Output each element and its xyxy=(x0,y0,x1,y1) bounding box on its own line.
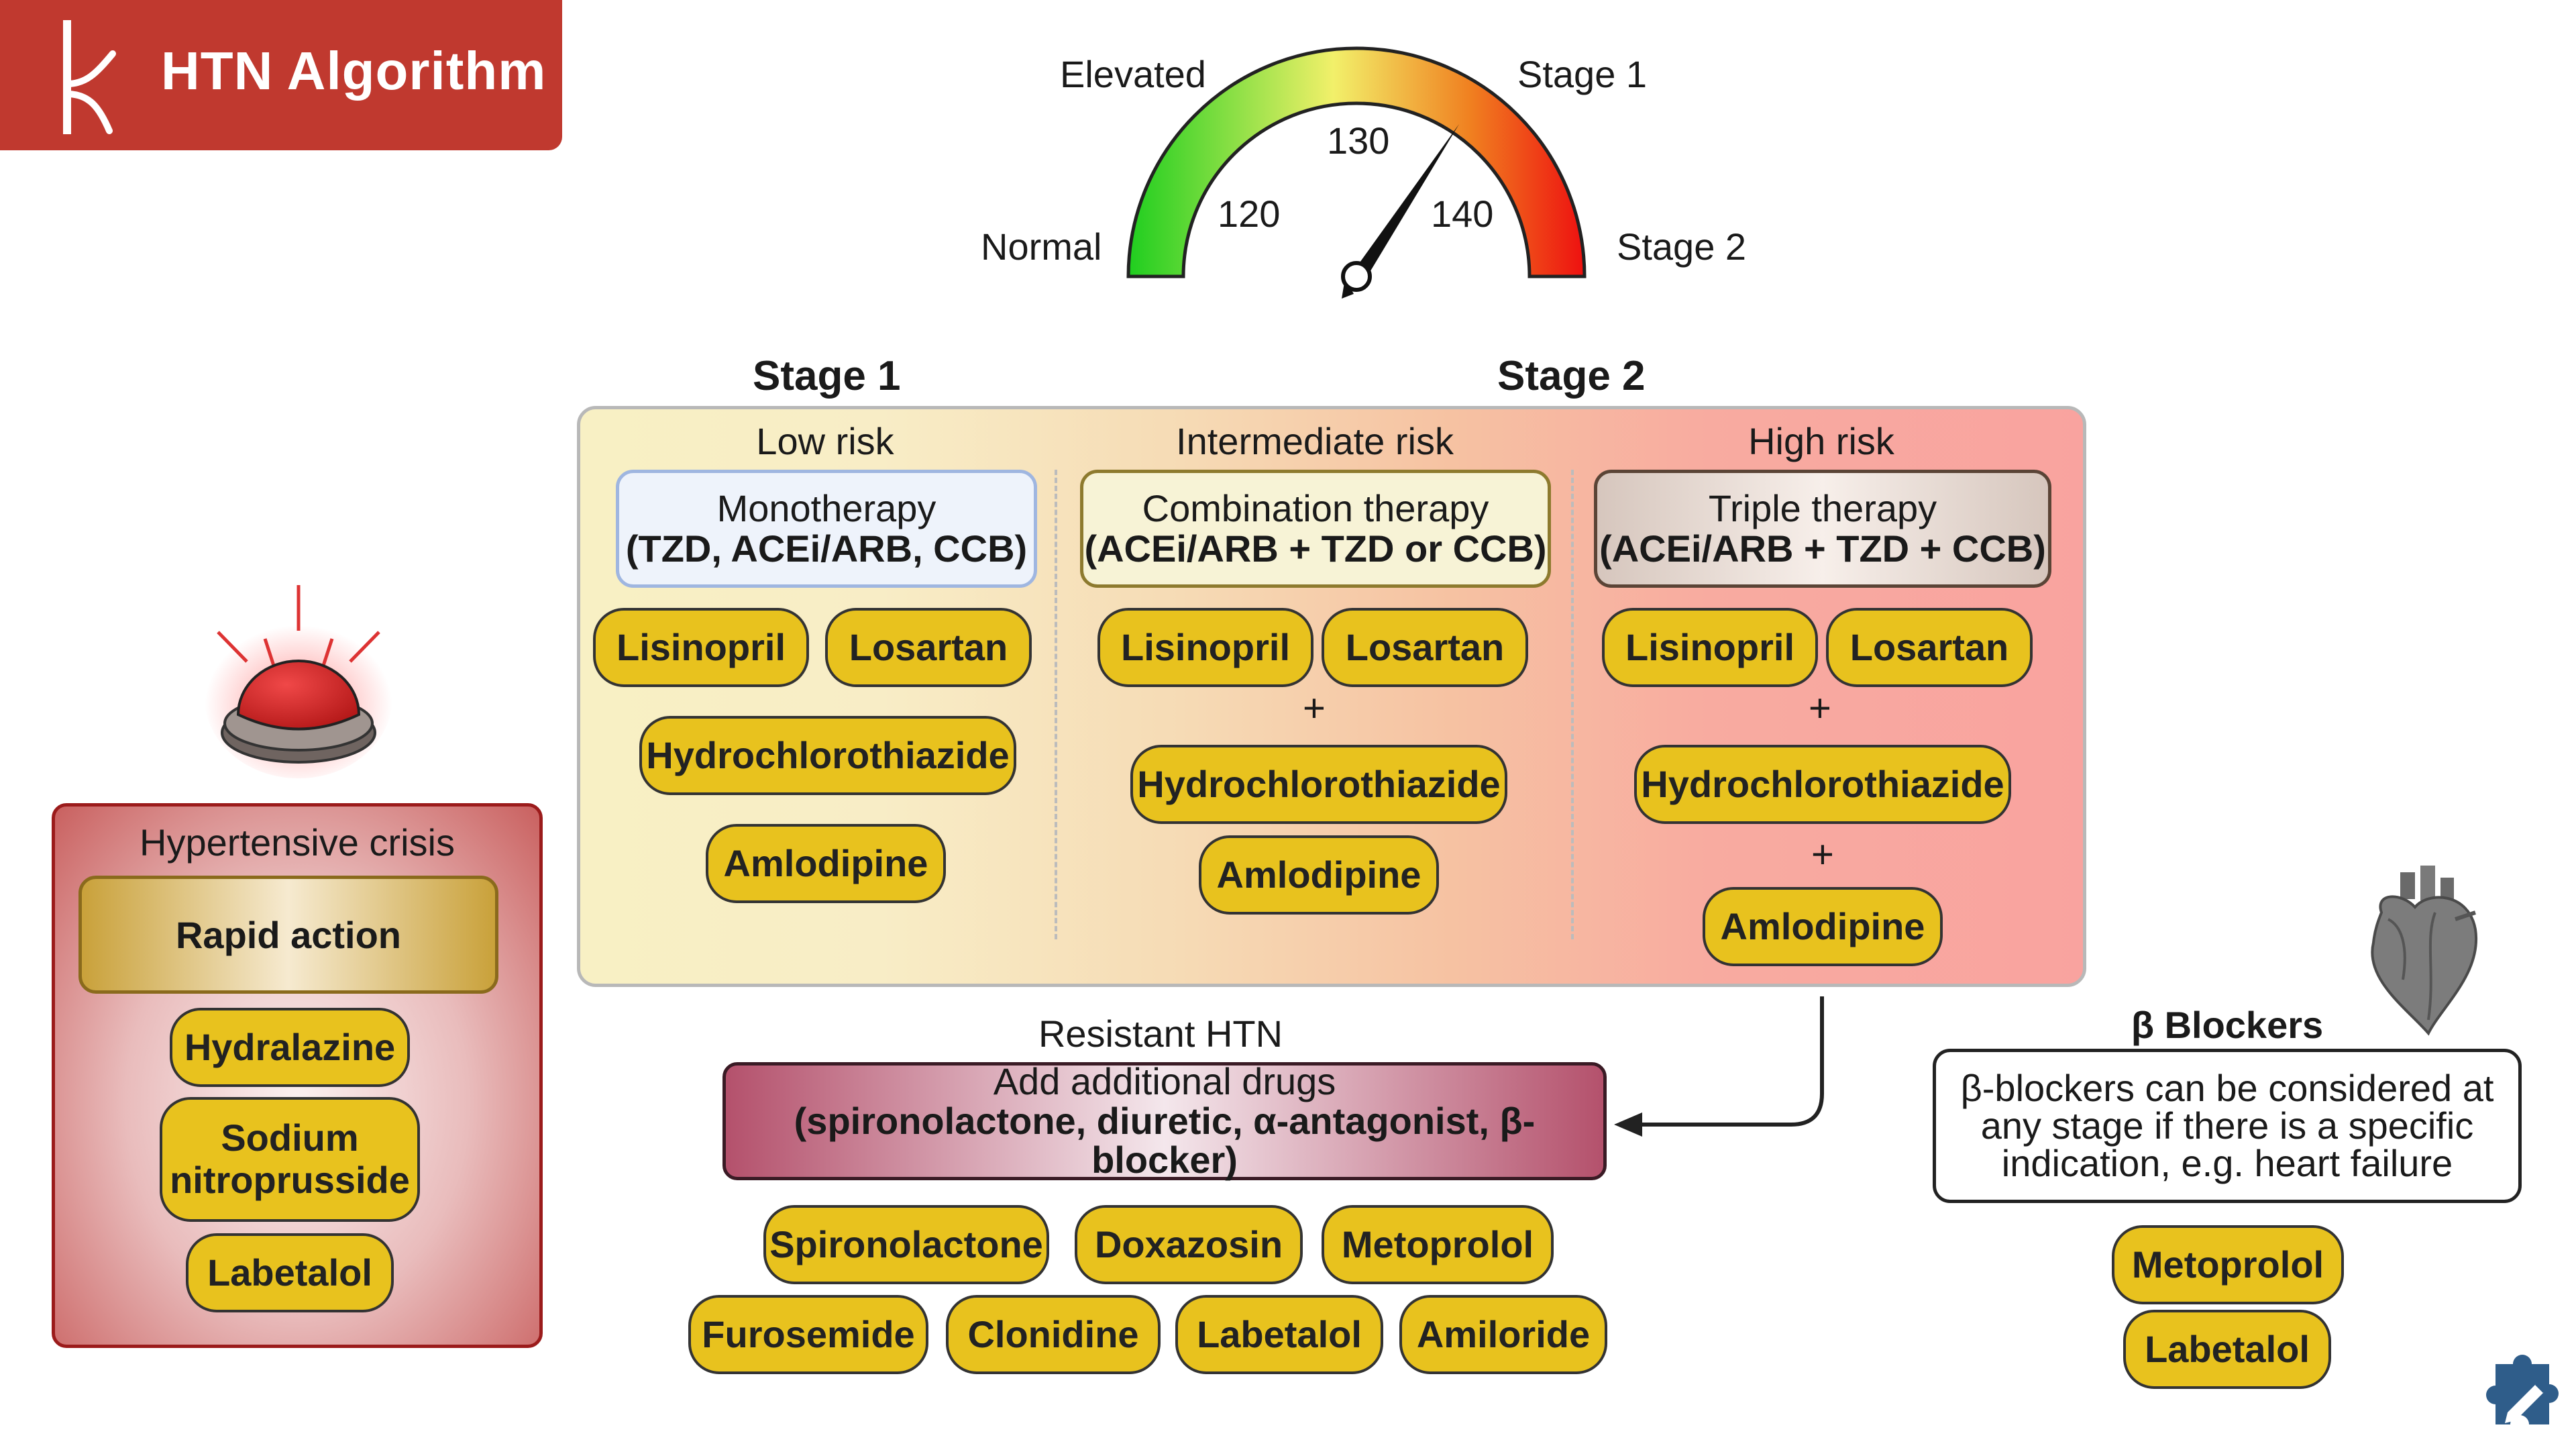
alarm-button-icon xyxy=(205,585,392,778)
blood-pressure-gauge xyxy=(1126,46,1587,299)
drug-pill-labetalol: Labetalol xyxy=(2123,1310,2331,1389)
therapy-title: Monotherapy xyxy=(716,486,936,529)
drug-pill-losartan: Losartan xyxy=(825,608,1032,687)
drug-pill-amlodipine: Amlodipine xyxy=(1703,887,1943,966)
combination-therapy-box: Combination therapy (ACEi/ARB + TZD or C… xyxy=(1080,470,1551,588)
risk-label-intermediate: Intermediate risk xyxy=(1176,420,1454,462)
risk-label-high: High risk xyxy=(1748,420,1894,462)
gauge-label-stage2: Stage 2 xyxy=(1617,225,1747,268)
vessel-branch-icon xyxy=(63,20,116,134)
stage1-heading: Stage 1 xyxy=(753,353,901,399)
drug-pill-hydrochlorothiazide: Hydrochlorothiazide xyxy=(1634,745,2011,824)
drug-pill-hydralazine: Hydralazine xyxy=(170,1008,410,1087)
rapid-action-box: Rapid action xyxy=(78,876,498,994)
drug-pill-amiloride: Amiloride xyxy=(1399,1295,1607,1374)
crisis-title: Hypertensive crisis xyxy=(140,821,455,864)
gauge-label-normal: Normal xyxy=(981,225,1102,268)
gauge-tick-120: 120 xyxy=(1218,193,1281,235)
resistant-line2: (spironolactone, diuretic, α-antagonist,… xyxy=(794,1099,1536,1182)
therapy-title: Combination therapy xyxy=(1142,486,1489,529)
gauge-tick-130: 130 xyxy=(1327,119,1390,162)
beta-blockers-title: β Blockers xyxy=(2131,1004,2324,1046)
drug-pill-metoprolol: Metoprolol xyxy=(2112,1225,2344,1304)
plus-sign: + xyxy=(1811,833,1834,876)
resistant-title: Resistant HTN xyxy=(1038,1012,1283,1055)
drug-pill-metoprolol: Metoprolol xyxy=(1322,1205,1554,1284)
gauge-label-stage1: Stage 1 xyxy=(1517,53,1648,95)
gauge-arc xyxy=(1126,46,1587,278)
drug-pill-hydrochlorothiazide: Hydrochlorothiazide xyxy=(639,716,1016,795)
beta-blockers-note: β-blockers can be considered at any stag… xyxy=(1933,1049,2522,1203)
drug-pill-sodium-nitroprusside: Sodium nitroprusside xyxy=(160,1097,420,1222)
drug-pill-lisinopril: Lisinopril xyxy=(1602,608,1818,687)
header-banner: HTN Algorithm xyxy=(0,0,562,150)
drug-pill-amlodipine: Amlodipine xyxy=(1199,835,1439,915)
puzzle-pencil-icon xyxy=(2486,1355,2559,1424)
column-divider xyxy=(1055,470,1057,939)
drug-pill-lisinopril: Lisinopril xyxy=(593,608,809,687)
therapy-detail: (TZD, ACEi/ARB, CCB) xyxy=(625,527,1028,570)
gauge-tick-140: 140 xyxy=(1431,193,1494,235)
gauge-label-elevated: Elevated xyxy=(1060,53,1206,95)
monotherapy-box: Monotherapy (TZD, ACEi/ARB, CCB) xyxy=(616,470,1037,588)
connector-arrow xyxy=(1614,996,1824,1137)
drug-pill-losartan: Losartan xyxy=(1322,608,1528,687)
drug-pill-hydrochlorothiazide: Hydrochlorothiazide xyxy=(1130,745,1507,824)
gauge-needle xyxy=(1350,124,1459,276)
beta-note-line3: indication, e.g. heart failure xyxy=(2001,1142,2453,1184)
gauge-pivot xyxy=(1341,261,1372,292)
drug-pill-amlodipine: Amlodipine xyxy=(706,824,946,903)
drug-pill-lisinopril: Lisinopril xyxy=(1097,608,1313,687)
therapy-detail: (ACEi/ARB + TZD or CCB) xyxy=(1084,527,1547,570)
therapy-detail: (ACEi/ARB + TZD + CCB) xyxy=(1599,527,2046,570)
drug-pill-doxazosin: Doxazosin xyxy=(1075,1205,1303,1284)
therapy-title: Triple therapy xyxy=(1708,486,1937,529)
beta-note-line1: β-blockers can be considered at xyxy=(1960,1067,2494,1109)
column-divider xyxy=(1571,470,1574,939)
stage2-heading: Stage 2 xyxy=(1497,353,1646,399)
drug-pill-clonidine: Clonidine xyxy=(946,1295,1161,1374)
page-title: HTN Algorithm xyxy=(161,41,547,101)
drug-pill-spironolactone: Spironolactone xyxy=(763,1205,1049,1284)
drug-pill-losartan: Losartan xyxy=(1826,608,2033,687)
plus-sign: + xyxy=(1303,686,1326,730)
plus-sign: + xyxy=(1809,686,1831,730)
drug-pill-labetalol: Labetalol xyxy=(1175,1295,1383,1374)
risk-label-low: Low risk xyxy=(756,420,894,462)
beta-note-line2: any stage if there is a specific xyxy=(1980,1104,2474,1147)
drug-pill-labetalol: Labetalol xyxy=(186,1233,394,1312)
resistant-htn-box: Add additional drugs (spironolactone, di… xyxy=(722,1059,1607,1182)
triple-therapy-box: Triple therapy (ACEi/ARB + TZD + CCB) xyxy=(1594,470,2051,588)
drug-pill-furosemide: Furosemide xyxy=(688,1295,928,1374)
heart-icon xyxy=(2371,866,2478,1036)
resistant-line1: Add additional drugs xyxy=(993,1059,1336,1102)
